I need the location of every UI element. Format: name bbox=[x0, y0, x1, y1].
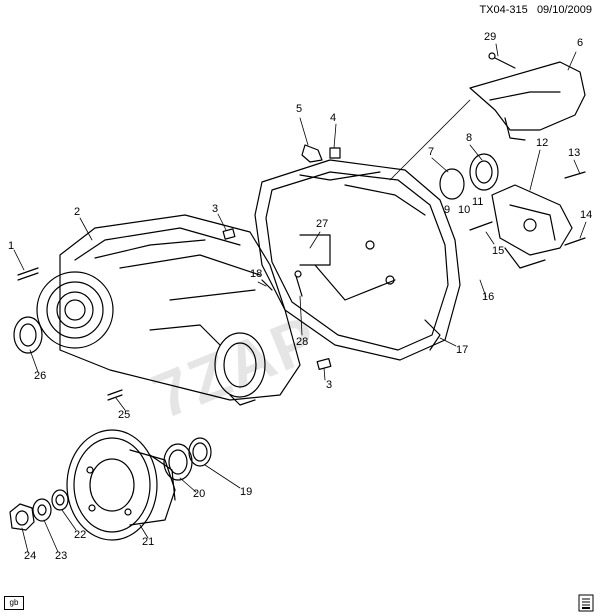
callout-23: 23 bbox=[55, 550, 68, 562]
callout-4: 4 bbox=[330, 112, 337, 124]
callout-21: 21 bbox=[142, 536, 155, 548]
vent-and-plug-parts bbox=[301, 144, 341, 163]
callout-29: 29 bbox=[484, 31, 497, 43]
callout-2: 2 bbox=[74, 206, 81, 218]
bolt-29-part bbox=[488, 52, 516, 69]
callout-18: 18 bbox=[250, 268, 263, 280]
callout-5: 5 bbox=[296, 103, 303, 115]
shield-part bbox=[469, 61, 586, 141]
encoder-motor-part bbox=[439, 153, 573, 269]
callout-3b: 3 bbox=[326, 379, 333, 391]
callout-15: 15 bbox=[492, 245, 505, 257]
callout-28: 28 bbox=[296, 336, 309, 348]
front-seal-part bbox=[13, 316, 43, 354]
callout-19: 19 bbox=[240, 486, 253, 498]
callout-14: 14 bbox=[580, 209, 593, 221]
document-icon bbox=[578, 594, 594, 612]
callout-25: 25 bbox=[118, 409, 131, 421]
callout-9: 9 bbox=[444, 204, 451, 216]
callout-6: 6 bbox=[577, 37, 584, 49]
drawing-date: 09/10/2009 bbox=[536, 4, 592, 16]
washer-and-nut-parts bbox=[9, 489, 69, 531]
callout-17: 17 bbox=[456, 344, 469, 356]
callout-3: 3 bbox=[212, 203, 219, 215]
callout-22: 22 bbox=[74, 529, 87, 541]
callout-13: 13 bbox=[568, 147, 581, 159]
callout-16: 16 bbox=[482, 291, 495, 303]
callout-24: 24 bbox=[24, 550, 37, 562]
leader-lines bbox=[13, 43, 587, 553]
callout-10: 10 bbox=[458, 204, 471, 216]
rear-case-part bbox=[254, 159, 461, 361]
bolt-parts bbox=[17, 171, 586, 401]
callout-27: 27 bbox=[316, 218, 329, 230]
language-badge: gb bbox=[4, 596, 24, 610]
callout-7: 7 bbox=[428, 146, 435, 158]
callout-12: 12 bbox=[536, 137, 549, 149]
callout-26: 26 bbox=[34, 370, 47, 382]
drawing-id: TX04-315 bbox=[479, 4, 528, 16]
callout-20: 20 bbox=[193, 488, 206, 500]
callout-1: 1 bbox=[8, 240, 15, 252]
drawing-header: TX04-315 09/10/2009 bbox=[479, 4, 592, 16]
output-flange-part bbox=[66, 429, 176, 541]
front-case-part bbox=[36, 214, 301, 406]
callout-11: 11 bbox=[472, 196, 484, 208]
seal-parts bbox=[163, 437, 212, 481]
callout-8: 8 bbox=[466, 132, 473, 144]
